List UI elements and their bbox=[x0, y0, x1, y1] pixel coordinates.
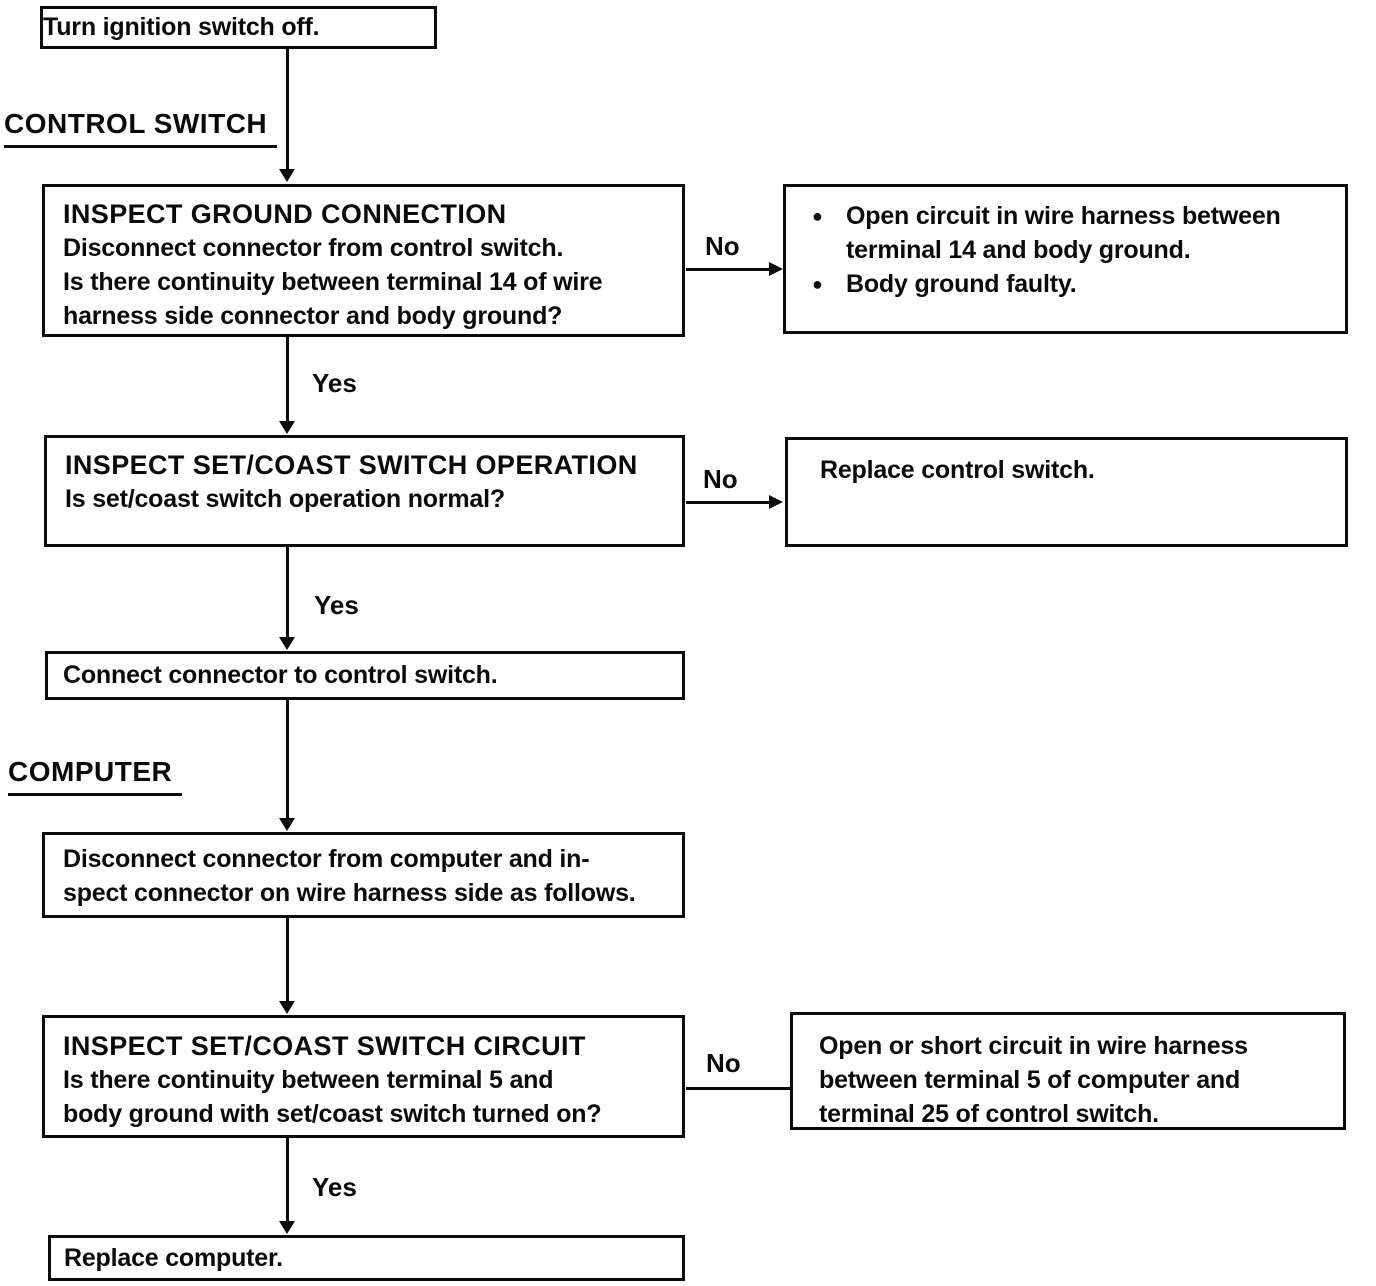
edge-start-to-inspect-ground bbox=[286, 49, 289, 171]
arrowhead-right-icon bbox=[769, 495, 783, 509]
circuit-fault-result-box: Open or short circuit in wire harness be… bbox=[790, 1012, 1346, 1130]
start-box: Turn ignition switch off. bbox=[40, 6, 437, 49]
replace-computer-box: Replace computer. bbox=[48, 1235, 685, 1281]
inspect-set-coast-operation-body: Is set/coast switch operation normal? bbox=[65, 485, 505, 513]
inspect-ground-connection-body: Disconnect connector from control switch… bbox=[63, 234, 603, 330]
disconnect-computer-text: Disconnect connector from computer and i… bbox=[63, 845, 636, 907]
edge-no-to-circuit-fault bbox=[686, 1087, 790, 1090]
arrowhead-down-icon bbox=[279, 169, 295, 182]
arrowhead-down-icon bbox=[279, 1221, 295, 1234]
circuit-fault-text: Open or short circuit in wire harness be… bbox=[819, 1032, 1248, 1128]
arrowhead-right-icon bbox=[769, 262, 783, 276]
connect-connector-box: Connect connector to control switch. bbox=[45, 651, 685, 700]
bullet-item: ● Body ground faulty. bbox=[812, 267, 1335, 301]
disconnect-computer-box: Disconnect connector from computer and i… bbox=[42, 832, 685, 918]
inspect-ground-connection-title: INSPECT GROUND CONNECTION bbox=[63, 199, 507, 229]
edge-operation-to-connect bbox=[286, 547, 289, 639]
no-label: No bbox=[706, 1048, 741, 1078]
replace-control-switch-box: Replace control switch. bbox=[785, 437, 1348, 547]
edge-disconnect-to-inspect-circuit bbox=[286, 918, 289, 1003]
arrowhead-down-icon bbox=[279, 421, 295, 434]
edge-connect-to-disconnect-computer bbox=[286, 700, 289, 820]
edge-no-to-ground-fault bbox=[686, 268, 770, 271]
replace-computer-text: Replace computer. bbox=[64, 1243, 283, 1272]
inspect-set-coast-circuit-title: INSPECT SET/COAST SWITCH CIRCUIT bbox=[63, 1031, 586, 1061]
section-heading-control-switch: CONTROL SWITCH bbox=[4, 108, 278, 148]
yes-label: Yes bbox=[312, 368, 357, 398]
inspect-ground-connection-box: INSPECT GROUND CONNECTION Disconnect con… bbox=[42, 184, 685, 337]
bullet-text: Open circuit in wire harness between ter… bbox=[846, 202, 1281, 264]
inspect-set-coast-operation-box: INSPECT SET/COAST SWITCH OPERATION Is se… bbox=[44, 435, 685, 547]
inspect-set-coast-circuit-box: INSPECT SET/COAST SWITCH CIRCUIT Is ther… bbox=[42, 1015, 685, 1138]
bullet-text: Body ground faulty. bbox=[846, 270, 1077, 298]
no-label: No bbox=[703, 464, 738, 494]
arrowhead-down-icon bbox=[279, 818, 295, 831]
section-heading-computer: COMPUTER bbox=[8, 756, 183, 796]
arrowhead-down-icon bbox=[279, 1001, 295, 1014]
bullet-icon: ● bbox=[812, 206, 823, 226]
yes-label: Yes bbox=[312, 1172, 357, 1202]
arrowhead-down-icon bbox=[279, 637, 295, 650]
inspect-set-coast-operation-title: INSPECT SET/COAST SWITCH OPERATION bbox=[65, 450, 638, 480]
bullet-icon: ● bbox=[812, 274, 823, 294]
inspect-set-coast-circuit-body: Is there continuity between terminal 5 a… bbox=[63, 1066, 602, 1128]
replace-control-switch-text: Replace control switch. bbox=[820, 456, 1095, 484]
edge-inspect-circuit-to-replace-computer bbox=[286, 1138, 289, 1223]
bullet-item: ● Open circuit in wire harness between t… bbox=[812, 199, 1335, 267]
yes-label: Yes bbox=[314, 590, 359, 620]
ground-fault-result-box: ● Open circuit in wire harness between t… bbox=[783, 184, 1348, 334]
edge-inspect-ground-to-operation bbox=[286, 337, 289, 423]
edge-no-to-replace-control-switch bbox=[686, 501, 770, 504]
start-box-text: Turn ignition switch off. bbox=[43, 13, 320, 41]
connect-connector-text: Connect connector to control switch. bbox=[63, 661, 498, 689]
no-label: No bbox=[705, 231, 740, 261]
